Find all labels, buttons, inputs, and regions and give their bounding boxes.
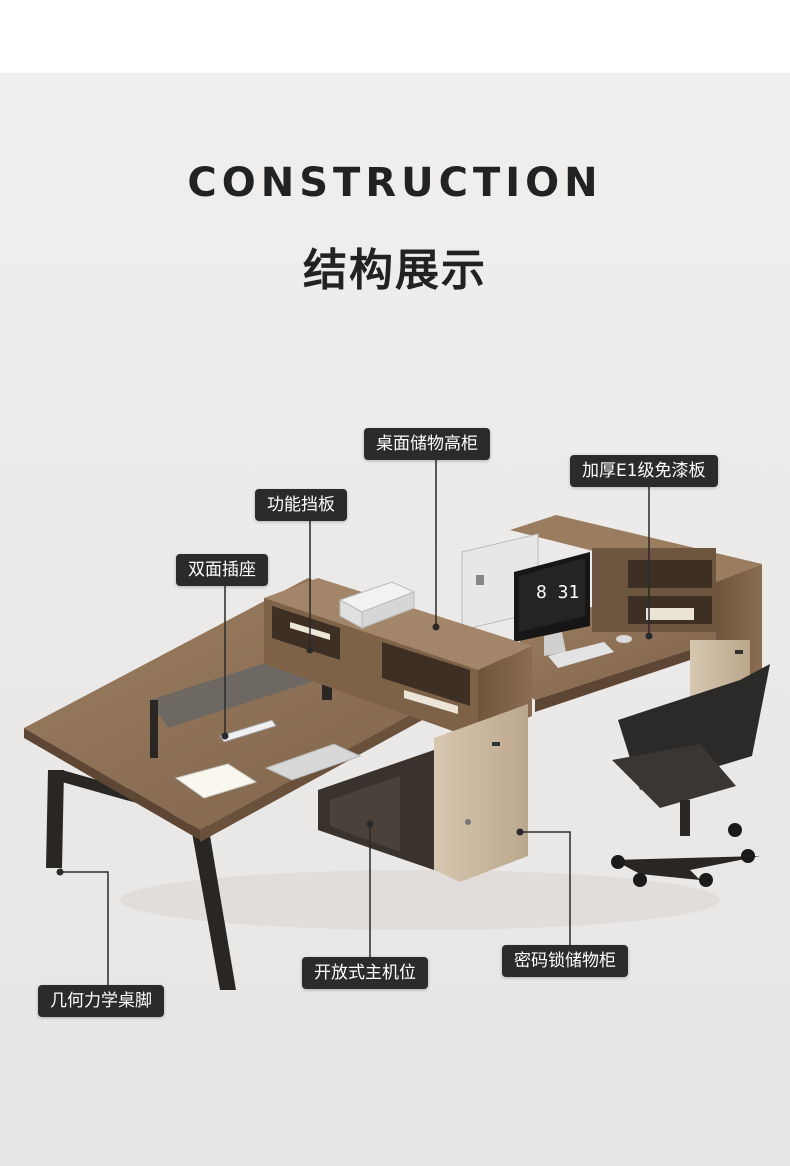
right-top-cabinet (510, 515, 762, 700)
leader-lines (60, 460, 650, 986)
label-socket: 双面插座 (176, 554, 268, 586)
office-chair (611, 664, 770, 887)
monitor-front (514, 552, 590, 656)
label-e1-board: 加厚E1级免漆板 (570, 455, 718, 487)
leader-dots (56, 623, 653, 876)
title-chinese: 结构展示 (303, 245, 487, 296)
central-storage-cabinet (264, 578, 532, 740)
monitor-clock: 8 31 (536, 582, 579, 603)
title-english: CONSTRUCTION (187, 160, 603, 206)
laptop (264, 743, 362, 781)
open-host-position (318, 750, 434, 870)
label-partition: 功能挡板 (255, 489, 347, 521)
printer (338, 581, 416, 629)
label-lock-cabinet: 密码锁储物柜 (502, 945, 628, 977)
label-host-position: 开放式主机位 (302, 957, 428, 989)
keyboard (548, 642, 614, 668)
label-storage-cabinet: 桌面储物高柜 (364, 428, 490, 460)
open-book (174, 763, 258, 799)
mouse (616, 635, 632, 643)
left-lock-cabinet (434, 704, 528, 882)
label-legs: 几何力学桌脚 (38, 985, 164, 1017)
double-socket (219, 719, 277, 743)
